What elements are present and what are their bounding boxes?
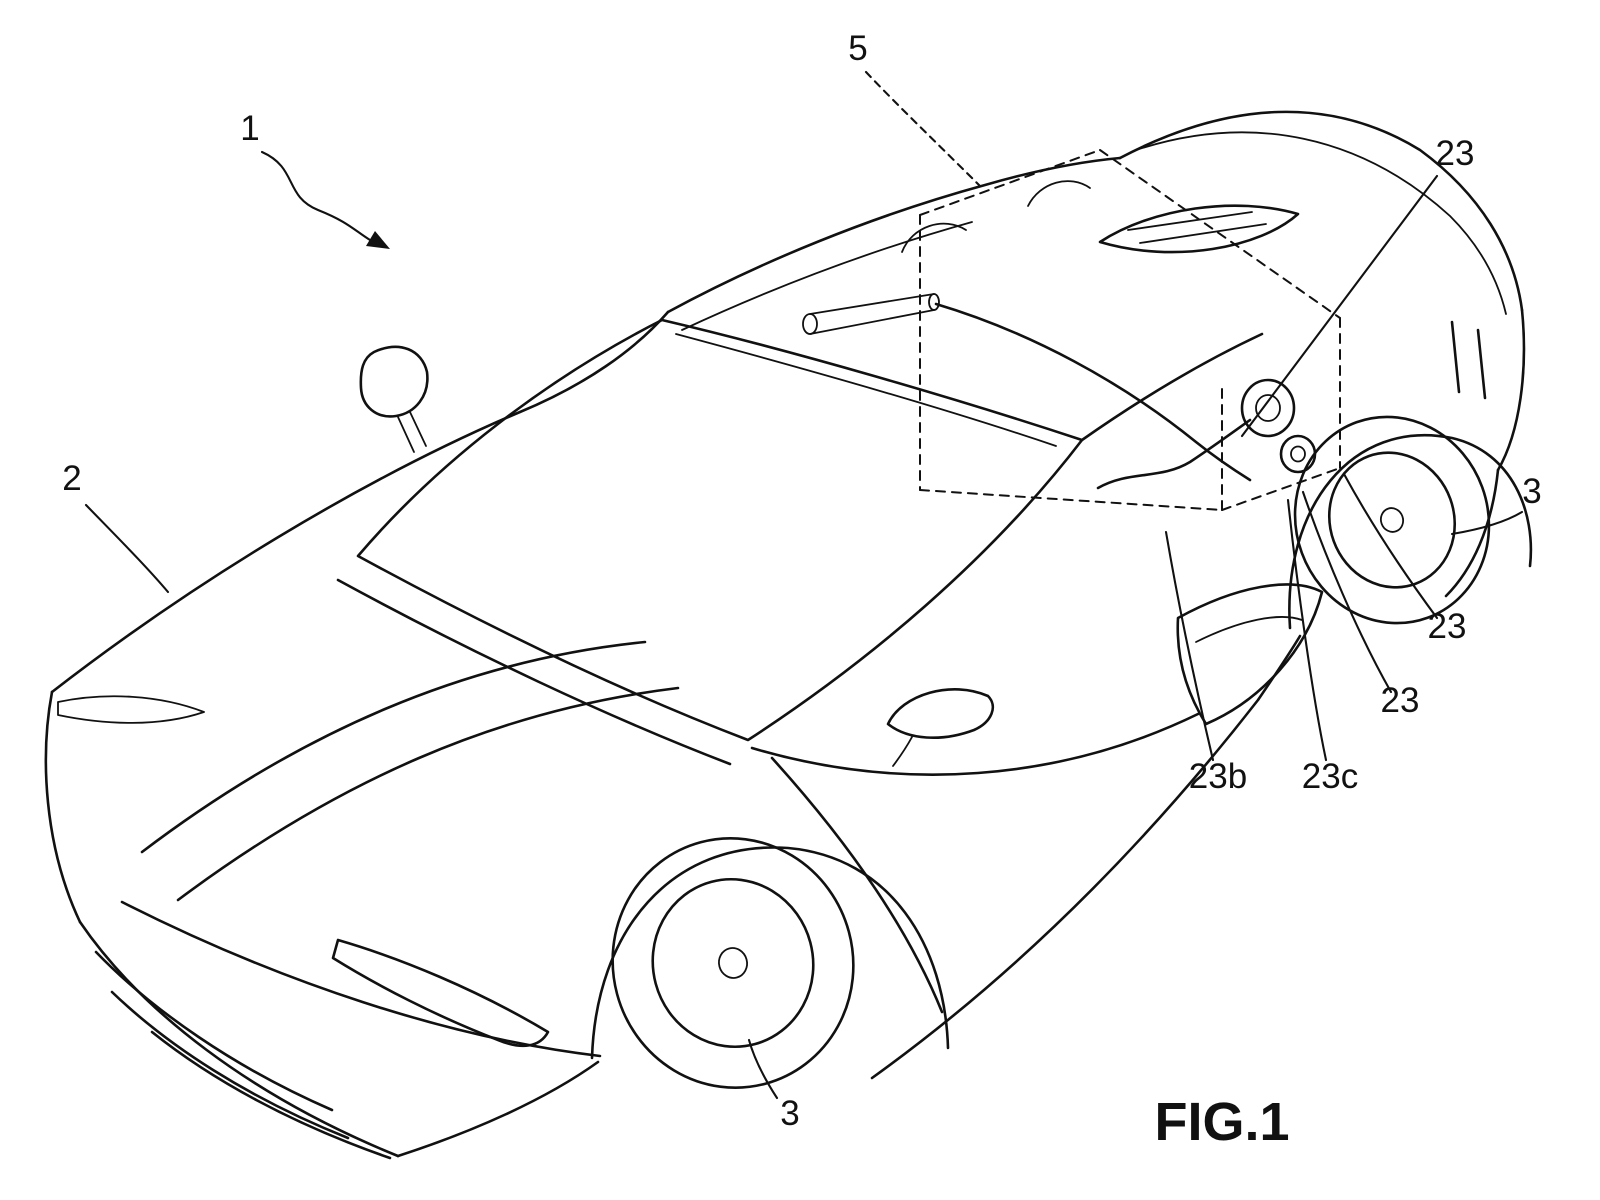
- beltline-left: [50, 310, 670, 694]
- figure-caption: FIG.1: [1154, 1092, 1289, 1152]
- shoulder-line: [750, 712, 1200, 776]
- leader-ref-23-upper: [1240, 174, 1439, 438]
- side-sill-line: [870, 634, 1302, 1080]
- phantom-edge: [919, 489, 1223, 511]
- reference-labels: 1 2 3 3 5 23 23 23 23b 23c FIG.1: [62, 29, 1541, 1152]
- cable-wavy: [1096, 418, 1252, 490]
- splitter-fin: [110, 990, 350, 1140]
- leader-ref-1: [260, 150, 372, 242]
- hood-stripe-lower: [176, 686, 680, 902]
- phantom-edge: [1099, 149, 1341, 319]
- connector-outer-ring: [1279, 434, 1317, 474]
- rear-wheel-arch: [1288, 433, 1533, 630]
- port-outer-ring: [1240, 378, 1296, 438]
- headlight-outline: [331, 938, 550, 1048]
- rear-deck-silhouette: [1118, 110, 1524, 312]
- tail-right-edge: [1496, 308, 1526, 472]
- right-mirror-stalk: [892, 736, 913, 767]
- port-inner-ring: [1255, 394, 1281, 422]
- nose-front-edge: [44, 690, 82, 924]
- front-canard: [57, 695, 205, 724]
- rear-wheel: [1288, 415, 1533, 630]
- quarter-glass-line: [681, 221, 973, 331]
- leader-ref-23c: [1286, 498, 1328, 762]
- front-lower-edge: [396, 1060, 600, 1158]
- side-body: [359, 345, 1324, 1014]
- splitter-fin: [94, 950, 334, 1112]
- ref-label-5: 5: [848, 29, 867, 68]
- cockpit-left-rail: [666, 156, 1122, 314]
- leader-ref-5: [864, 70, 982, 188]
- engine-vent-outline: [1098, 204, 1300, 254]
- ref-label-3-front-wheel: 3: [780, 1094, 799, 1133]
- front-wheel: [590, 837, 950, 1089]
- front-bumper-edge: [78, 920, 400, 1158]
- left-mirror-body: [359, 345, 429, 418]
- front-wheel-arch: [590, 846, 950, 1060]
- rear-rim: [1327, 451, 1457, 589]
- ref-label-23-lower: 23: [1381, 681, 1420, 720]
- leader-lines: [84, 70, 1524, 1100]
- taillight-line: [1450, 320, 1461, 394]
- car-body-outline: [44, 110, 1526, 1158]
- arrowhead-ref-1: [366, 231, 390, 249]
- ref-label-23-upper: 23: [1436, 134, 1475, 173]
- leader-ref-23b: [1164, 530, 1215, 762]
- front-hub: [718, 947, 748, 979]
- ref-label-3-rear-wheel: 3: [1522, 472, 1541, 511]
- front-tire: [611, 837, 855, 1089]
- phantom-edge: [919, 149, 1101, 216]
- connector-inner-ring: [1290, 445, 1306, 463]
- door-shutline: [770, 756, 944, 1014]
- side-scoop-outline: [1176, 583, 1324, 726]
- leader-ref-23-right: [1342, 472, 1439, 620]
- rear-lower-edge: [1444, 468, 1500, 598]
- front-rim: [651, 877, 815, 1049]
- left-mirror-stalk: [397, 416, 415, 453]
- cowl-shutline: [336, 578, 732, 766]
- ref-label-1: 1: [240, 109, 259, 148]
- hood-side-crease: [120, 900, 602, 1058]
- windshield-glass: [356, 318, 1084, 742]
- cable-main: [934, 302, 1252, 482]
- ref-label-2: 2: [62, 459, 81, 498]
- rod-end-cap: [802, 313, 818, 335]
- car-line-art: [44, 110, 1533, 1160]
- mechanism-components: [802, 293, 1317, 490]
- rear-deck-lip: [1135, 131, 1507, 315]
- ref-label-23-right: 23: [1428, 607, 1467, 646]
- rear-hub: [1379, 507, 1405, 533]
- leader-ref-3-rear: [1450, 510, 1524, 536]
- hood-front-fascia: [57, 640, 680, 1160]
- phantom-edge: [1221, 467, 1341, 511]
- cockpit-rear-deck: [901, 131, 1507, 442]
- right-mirror-body: [886, 688, 995, 739]
- leader-ref-23-lower: [1301, 490, 1393, 694]
- rear-tire: [1293, 415, 1491, 625]
- side-scoop-accent: [1195, 616, 1303, 643]
- leader-ref-3-front: [747, 1038, 779, 1100]
- hood-stripe-upper: [140, 640, 647, 854]
- windshield-header-line: [675, 333, 1057, 447]
- leader-ref-2: [84, 503, 170, 594]
- headrest-right: [1027, 180, 1091, 207]
- ref-label-23c: 23c: [1302, 757, 1358, 796]
- phantom-box: [919, 149, 1341, 511]
- engine-vent-slat: [1127, 211, 1253, 231]
- headrest-left: [901, 222, 967, 253]
- engine-vent-slat: [1139, 223, 1267, 244]
- left-mirror-stalk: [409, 411, 427, 447]
- rod-bottom-line: [809, 309, 935, 335]
- rear-bulkhead-line: [1080, 332, 1264, 442]
- rod-top-line: [809, 293, 935, 315]
- taillight-line: [1476, 328, 1487, 400]
- rod-end-cap: [928, 293, 940, 311]
- ref-label-23b: 23b: [1189, 757, 1247, 796]
- splitter-fin: [150, 1030, 392, 1160]
